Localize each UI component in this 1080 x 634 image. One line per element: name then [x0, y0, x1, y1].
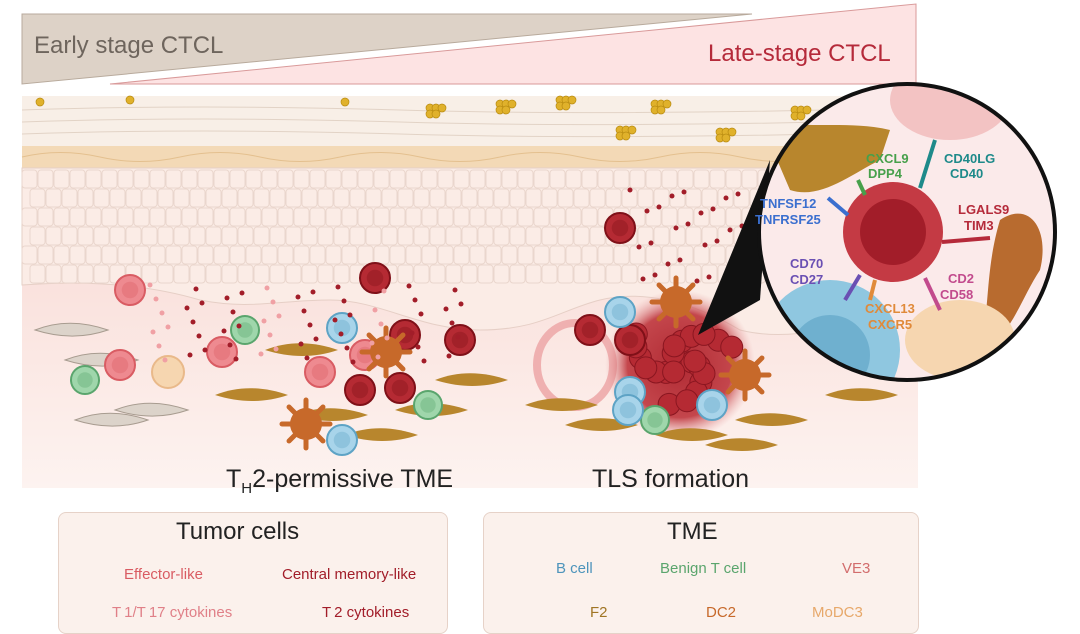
legend-f2-label: F2: [590, 604, 608, 621]
late-stage-wedge: [109, 3, 917, 85]
interaction-labels: TNFSF12 TNFRSF25 CXCL9 DPP4 CD40LG CD40 …: [755, 151, 1009, 332]
benign-stromal-cell: [33, 322, 110, 337]
central-memory-cell: [614, 324, 646, 356]
tls-tumor-cell: [720, 335, 744, 359]
legend-central-memory-label: Central memory-like: [282, 566, 417, 583]
legend-tumor-title: Tumor cells: [176, 518, 300, 545]
b-cell: [696, 389, 728, 421]
legend-effector-label: Effector-like: [124, 566, 203, 583]
tls-cells: [624, 322, 744, 416]
cd58-label: CD58: [940, 287, 973, 302]
fibroblast: [705, 438, 778, 451]
benign-t-cell: [413, 390, 443, 420]
legend-dc2-label: DC2: [706, 604, 737, 621]
tnfrsf25-label: TNFRSF25: [755, 212, 821, 227]
tls-tumor-cell: [662, 334, 686, 358]
central-memory-cell: [444, 324, 476, 356]
legend-b-cell-label: B cell: [556, 560, 593, 577]
b-cell: [604, 296, 636, 328]
central-memory-cell: [384, 372, 416, 404]
legend-ve3-label: VE3: [842, 560, 871, 577]
cd27-label: CD27: [790, 272, 823, 287]
receptor-sticks: [826, 139, 991, 311]
th2-caption: TH2-permissive TME: [226, 465, 454, 497]
early-stage-wedge: [21, 13, 753, 85]
fibroblast: [525, 398, 598, 411]
tls-caption: TLS formation: [592, 465, 750, 493]
dc2-cell: [290, 408, 322, 440]
stratum-corneum: [21, 96, 919, 168]
fibroblast: [265, 343, 338, 356]
cd70-label: CD70: [790, 256, 823, 271]
dpp4-label: DPP4: [868, 166, 903, 181]
fibroblast: [435, 373, 508, 386]
dc2-cell: [660, 286, 692, 318]
b-cell: [612, 394, 644, 426]
cxcl13-label: CXCL13: [865, 301, 915, 316]
cd40lg-label: CD40LG: [944, 151, 995, 166]
late-stage-label: Late-stage CTCL: [708, 40, 891, 67]
lgals9-label: LGALS9: [958, 202, 1009, 217]
effector-cell: [114, 274, 146, 306]
legend-th2-label: T 2 cytokines: [322, 604, 410, 621]
legend-tme-title: TME: [667, 518, 718, 545]
benign-stromal-cell: [113, 402, 190, 417]
cd2-label: CD2: [948, 271, 974, 286]
fibroblasts: [33, 322, 898, 451]
legend-tumor: [58, 512, 448, 634]
tls-tumor-cell: [675, 389, 699, 413]
benign-stromal-cell: [73, 412, 150, 427]
benign-t-cell: [230, 315, 260, 345]
dc2-cell: [370, 336, 402, 368]
granules: [35, 95, 812, 143]
effector-cell: [104, 349, 136, 381]
tls-tumor-cell: [662, 360, 686, 384]
benign-t-cell: [640, 405, 670, 435]
central-memory-cell: [604, 212, 636, 244]
zoom-inset: [757, 82, 1057, 382]
cytokine-dots: [147, 187, 749, 365]
dc2-cell: [729, 359, 761, 391]
central-memory-cell: [359, 262, 391, 294]
cxcr5-label: CXCR5: [868, 317, 912, 332]
fibroblast: [215, 388, 288, 401]
fibroblast: [735, 413, 808, 426]
central-memory-cell: [344, 374, 376, 406]
b-cell: [326, 424, 358, 456]
cd40-label: CD40: [950, 166, 983, 181]
ctcl-diagram: TNFSF12 TNFRSF25 CXCL9 DPP4 CD40LG CD40 …: [21, 3, 1057, 619]
cxcl9-label: CXCL9: [866, 151, 909, 166]
benign-t-cell: [70, 365, 100, 395]
fibroblast: [655, 428, 728, 441]
legend-th1-th17-label: T 1/T 17 cytokines: [112, 604, 233, 621]
cells-layer: [70, 212, 772, 456]
modc3-cell: [151, 355, 185, 389]
fibroblast: [345, 428, 418, 441]
tnfsf12-label: TNFSF12: [760, 196, 816, 211]
zoom-cone: [698, 160, 770, 335]
tls-tumor-cell: [634, 356, 658, 380]
fibroblast: [825, 388, 898, 401]
central-memory-cell: [574, 314, 606, 346]
tls-tumor-cell: [683, 349, 707, 373]
legend-benign-t-label: Benign T cell: [660, 560, 747, 577]
early-stage-label: Early stage CTCL: [34, 32, 224, 59]
tim3-label: TIM3: [964, 218, 994, 233]
effector-cell: [304, 356, 336, 388]
legend-modc3-label: MoDC3: [812, 604, 863, 621]
